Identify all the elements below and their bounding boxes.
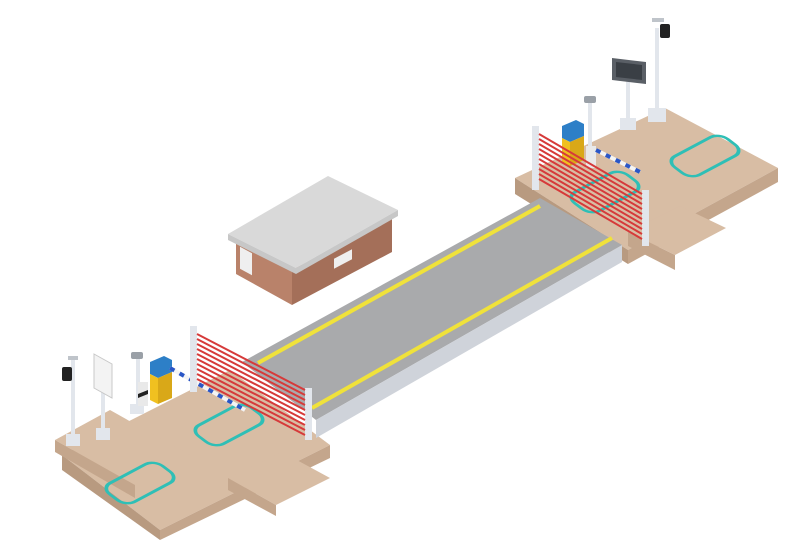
right-camera-pole [588, 102, 592, 146]
left-grating-bar [196, 358, 306, 416]
booth-roof-edge-side [296, 210, 398, 274]
right-ticket-machine-top [562, 120, 584, 142]
left-platform-rear-top [55, 410, 190, 485]
left-platform-step-top [228, 452, 330, 505]
right-grating-bar [538, 138, 643, 200]
guard-booth-icon [228, 176, 398, 305]
barrier-gate-stripe [138, 390, 148, 398]
left-grating-bar [196, 333, 306, 391]
left-platform-step-side [228, 478, 276, 516]
left-traffic-light-pole [71, 360, 75, 438]
ticket-machine-icon [150, 356, 172, 378]
right-traffic-light-pole [655, 28, 659, 112]
left-grating-post-b [305, 388, 312, 440]
lane-line-right [311, 236, 613, 410]
left-grating-bar [196, 353, 306, 411]
right-equipment [532, 18, 670, 246]
right-platform-step-side [628, 232, 675, 270]
ticket-machine-body-side [158, 372, 172, 404]
right-display-base [620, 118, 636, 130]
scale-deck-top [242, 198, 622, 420]
left-grating-bar [196, 338, 306, 396]
left-grating-bar [196, 343, 306, 401]
left-sign-board [93, 353, 113, 399]
left-platform-rear-side [55, 440, 135, 498]
left-grating-bar [196, 373, 306, 431]
left-traffic-light-arm [68, 356, 78, 360]
right-display-pole [626, 80, 630, 124]
left-grating-bar [196, 363, 306, 421]
right-grating-post-a [532, 126, 539, 190]
right-grating-bar [538, 158, 643, 220]
right-grating-bar [538, 173, 643, 235]
right-display-screen [616, 62, 642, 80]
loop-marking-front [104, 461, 176, 505]
right-grating-bar [538, 163, 643, 225]
right-grating-bar [538, 148, 643, 210]
right-barrier-gate [586, 146, 596, 168]
right-grating [532, 126, 649, 246]
right-traffic-light-arm [652, 18, 664, 22]
camera-icon [131, 352, 143, 359]
left-sign-base [96, 428, 110, 440]
traffic-light-icon [62, 367, 72, 381]
booth-roof-edge-front [228, 234, 296, 274]
scale-deck-side [316, 245, 622, 438]
left-sign-pole [101, 392, 105, 432]
booth-window [334, 249, 352, 269]
right-grating-bar [538, 133, 643, 195]
right-traffic-light-base [648, 108, 666, 122]
left-equipment [62, 326, 312, 446]
loop-marking-mid [193, 403, 265, 447]
right-grating-bars [538, 133, 643, 240]
loop-marking-rear-b [669, 134, 741, 178]
right-platform-top [515, 108, 778, 250]
booth-roof-top [228, 176, 398, 268]
left-barrier-arm-stripes [169, 366, 246, 412]
right-grating-post-b [642, 190, 649, 246]
loop-marking-rear-a [569, 170, 641, 214]
right-platform-step-top [628, 206, 726, 255]
booth-door [240, 246, 252, 276]
right-grating-bar [538, 143, 643, 205]
scale-deck [242, 198, 622, 438]
left-platform-front [62, 455, 160, 540]
left-camera-base [130, 404, 144, 414]
right-grating-bar [538, 168, 643, 230]
left-grating-post-a [190, 326, 197, 392]
left-grating-bar [196, 368, 306, 426]
loop-markings [104, 134, 741, 505]
left-grating-bar [196, 378, 306, 436]
left-grating [190, 326, 312, 440]
right-grating-bar [538, 153, 643, 215]
left-traffic-light-base [66, 434, 80, 446]
right-camera [584, 96, 596, 103]
ticket-machine-body [150, 374, 158, 404]
left-platform [55, 370, 330, 540]
right-grating-bar [538, 178, 643, 240]
right-barrier-arm-stripes [595, 148, 641, 174]
right-traffic-light [660, 24, 670, 38]
left-grating-bars [196, 333, 306, 436]
left-grating-bar [196, 348, 306, 406]
lane-line-left [257, 204, 541, 365]
